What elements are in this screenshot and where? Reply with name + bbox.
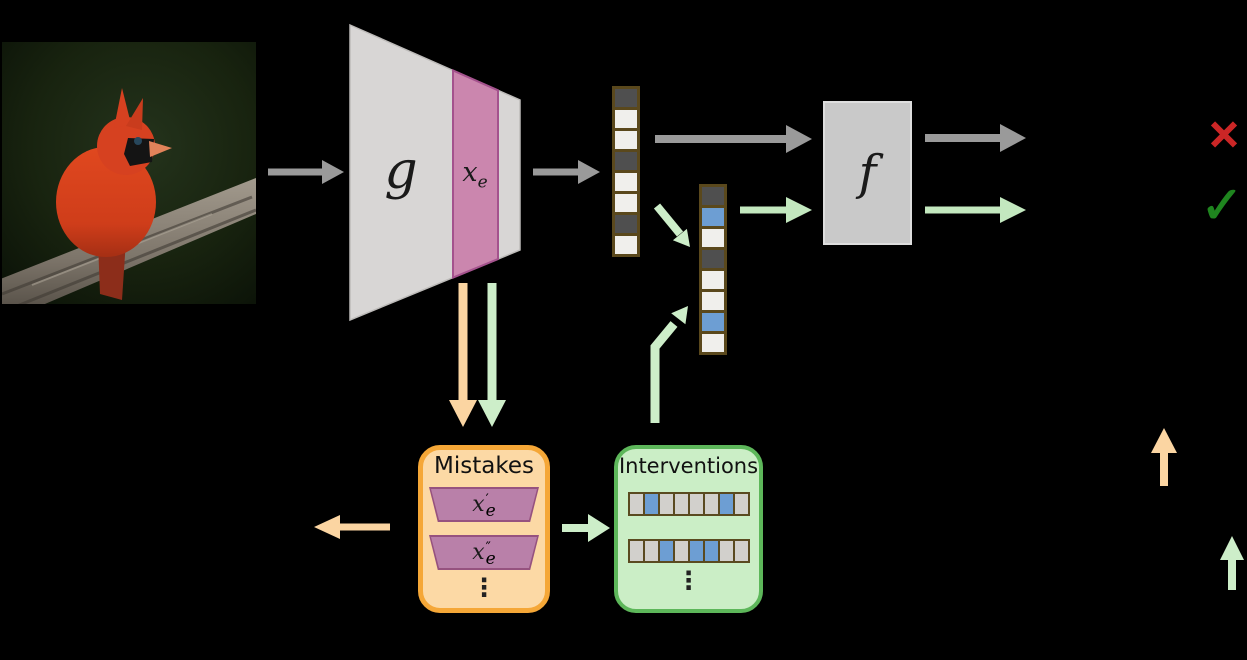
intervention-cell-gray	[732, 492, 750, 516]
interventions-title: Interventions	[618, 454, 759, 478]
concept-cell-light	[699, 331, 727, 355]
classifier-box: f	[823, 101, 912, 245]
mistake-item-fill: x′e	[431, 489, 537, 520]
correct-prediction-icon: ✓	[1200, 176, 1245, 236]
interventions-ellipsis: ⋮	[676, 566, 701, 595]
intervened-to-classifier-arrow	[740, 197, 812, 223]
concept-cell-light	[612, 191, 640, 215]
bird-crest	[114, 88, 131, 128]
mistake-label-scripts: ′e	[485, 491, 496, 521]
feedback-up-arrow-orange	[1151, 428, 1177, 486]
concept-vector	[612, 86, 640, 257]
bird-beak	[149, 141, 172, 157]
bottleneck-label-sub: e	[477, 172, 488, 193]
concept-cell-light	[699, 289, 727, 313]
concept-cell-light	[612, 233, 640, 257]
classifier-output-arrow-top	[925, 124, 1026, 152]
mistakes-down-arrow-green	[478, 283, 506, 427]
bird-eye	[134, 137, 142, 145]
mistakes-ellipsis: ⋮	[471, 573, 497, 602]
mistake-label-base: x	[472, 492, 485, 517]
cardinal-photo	[2, 42, 256, 304]
mistake-item-fill: x″e	[431, 537, 537, 568]
intervened-concept-vector	[699, 184, 727, 355]
classifier-output-arrow-bottom	[925, 197, 1026, 223]
mistake-label-base: x	[472, 540, 485, 565]
bottleneck-label: xe	[448, 156, 502, 193]
mistakes-to-interventions-arrow	[562, 514, 610, 542]
intervention-diagonal-arrow	[653, 203, 690, 247]
concepts-to-classifier-arrow	[655, 125, 812, 153]
bottleneck-label-base: x	[462, 157, 478, 188]
mistakes-title: Mistakes	[434, 453, 534, 479]
input-image	[2, 42, 256, 304]
bottleneck-band	[452, 68, 499, 280]
mistakes-down-arrow-orange	[449, 283, 477, 427]
bird-mask	[124, 138, 154, 166]
intervention-cell-gray	[732, 539, 750, 563]
mistake-item: x′e	[429, 487, 539, 522]
intervention-mask-row	[627, 539, 750, 563]
mistake-item: x″e	[429, 535, 539, 570]
concept-cell-dark	[612, 86, 640, 110]
mistakes-left-arrow	[314, 515, 390, 539]
intervention-rows	[627, 478, 750, 563]
encoder-label: g	[384, 141, 418, 201]
intervention-mask-row	[627, 492, 750, 516]
classifier-label: f	[858, 145, 877, 201]
encoder-output-arrow	[533, 160, 600, 184]
feedback-up-arrow-green	[1220, 536, 1244, 590]
mistake-label-scripts: ″e	[485, 539, 496, 569]
wrong-prediction-icon: ✕	[1206, 112, 1242, 160]
intervention-bent-arrow	[650, 306, 688, 423]
input-arrow	[268, 160, 344, 184]
bird-crest-2	[126, 98, 143, 130]
interventions-box: Interventions ⋮	[614, 445, 763, 613]
